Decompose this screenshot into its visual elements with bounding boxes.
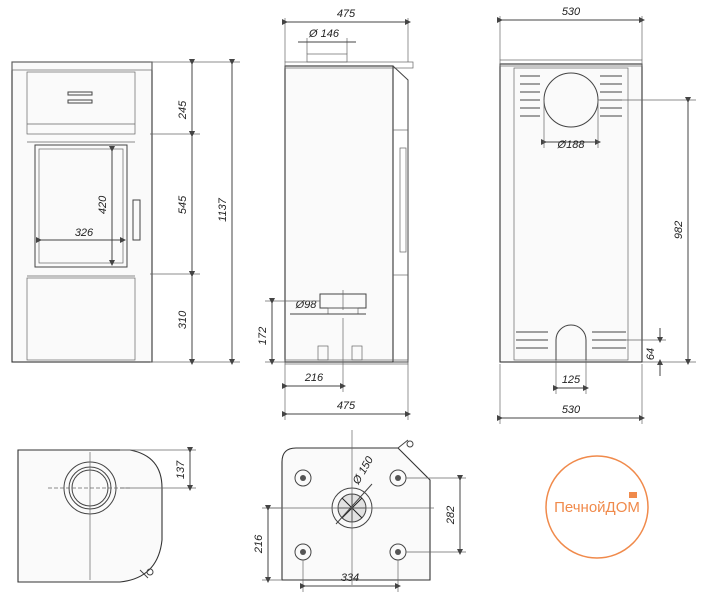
back-lower-vents: [516, 331, 626, 349]
back-dim-diameter-188: Ø188: [557, 139, 586, 151]
side-dim-diameter-98: Ø98: [295, 299, 318, 311]
side-dim-216: 216: [304, 372, 324, 384]
bottom-dim-216: 216: [253, 534, 265, 554]
front-door-handle: [132, 199, 141, 241]
side-dim-475-top: 475: [337, 8, 356, 20]
side-door-profile: [392, 65, 409, 363]
side-top-plate: [284, 61, 414, 69]
front-stove-body: [11, 61, 153, 363]
front-dim-1137: 1137: [217, 197, 229, 222]
side-dim-475-bottom: 475: [337, 400, 356, 412]
front-dim-545: 545: [177, 195, 189, 214]
logo-roof-icon: [629, 492, 637, 498]
back-dim-530-bottom: 530: [562, 404, 581, 416]
side-dim-172: 172: [257, 327, 269, 345]
back-view: Ø188 530 982 64 125 530: [497, 6, 696, 424]
top-view: 137: [17, 447, 196, 583]
side-view: 475 Ø 146 Ø98 172 216 475: [257, 8, 414, 420]
side-dim-diameter-146: Ø 146: [308, 28, 340, 40]
side-flue-collar: [306, 53, 348, 63]
brand-logo: ПечнойДОМ: [545, 455, 649, 559]
front-glass-door: [34, 144, 128, 268]
back-dim-530-top: 530: [562, 6, 581, 18]
back-dim-982: 982: [673, 221, 685, 239]
bottom-feet: [294, 469, 407, 561]
back-dim-64: 64: [645, 348, 657, 360]
bottom-dim-334: 334: [341, 572, 359, 584]
front-view: 245 545 310 1137 420 326: [11, 59, 240, 365]
top-dim-137: 137: [175, 460, 187, 479]
front-drawer-handle: [67, 91, 93, 96]
side-stove-body: [284, 65, 394, 363]
bottom-view: Ø 150 282 216 334: [253, 430, 466, 592]
front-dim-420: 420: [97, 195, 109, 214]
logo-text: ПечнойДОМ: [554, 499, 640, 516]
logo-circle: [545, 455, 649, 559]
front-dim-245: 245: [177, 100, 189, 120]
front-dim-326: 326: [75, 227, 94, 239]
front-upper-drawer: [26, 71, 136, 135]
front-top-plate: [11, 61, 153, 71]
back-stove-body: [499, 63, 643, 363]
back-air-inlet: [555, 324, 587, 360]
bottom-dim-282: 282: [445, 506, 457, 525]
front-lower-panel: [26, 277, 136, 361]
front-dim-310: 310: [177, 310, 189, 329]
back-dim-125: 125: [562, 374, 581, 386]
